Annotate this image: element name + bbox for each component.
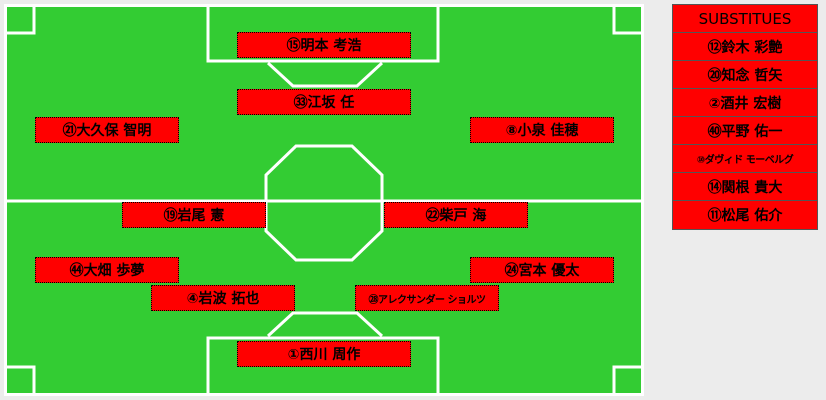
corner-bottom-right xyxy=(612,365,641,393)
substitutes-title: SUBSTITUES xyxy=(673,5,817,33)
top-penalty-box xyxy=(206,7,440,63)
player-card-rb[interactable]: ㉔宮本 優太 xyxy=(470,257,614,283)
player-card-cf[interactable]: ㉝江坂 任 xyxy=(237,89,411,115)
top-penalty-arc xyxy=(266,61,384,88)
corner-top-left xyxy=(7,7,36,35)
substitute-item[interactable]: ⑫鈴木 彩艶 xyxy=(673,33,817,61)
player-card-lcm[interactable]: ⑲岩尾 憲 xyxy=(122,202,266,228)
player-card-rcm[interactable]: ㉒柴戸 海 xyxy=(384,202,528,228)
player-card-lb[interactable]: ㊹大畑 歩夢 xyxy=(35,257,179,283)
center-circle xyxy=(264,144,384,262)
player-card-gk-left-fw[interactable]: ⑮明本 考浩 xyxy=(237,32,411,58)
corner-top-right xyxy=(612,7,641,35)
substitute-item[interactable]: ㊵平野 佑一 xyxy=(673,117,817,145)
bottom-penalty-arc xyxy=(266,311,384,338)
substitutes-panel: SUBSTITUES ⑫鈴木 彩艶 ⑳知念 哲矢 ②酒井 宏樹 ㊵平野 佑一 ⑩… xyxy=(672,4,818,230)
substitute-item[interactable]: ⑳知念 哲矢 xyxy=(673,61,817,89)
player-card-rcb[interactable]: ㉘アレクサンダー ショルツ xyxy=(355,285,499,311)
player-card-goalkeeper[interactable]: ①西川 周作 xyxy=(237,341,411,367)
substitute-item[interactable]: ⑪松尾 佑介 xyxy=(707,208,783,224)
football-pitch xyxy=(4,4,644,396)
substitute-item[interactable]: ②酒井 宏樹 xyxy=(673,89,817,117)
player-card-lcb[interactable]: ④岩波 拓也 xyxy=(151,285,295,311)
corner-bottom-left xyxy=(7,365,36,393)
substitute-item[interactable]: ⑩ダヴィド モーベルグ xyxy=(673,145,817,173)
pitch-markings xyxy=(7,7,641,393)
player-card-lw[interactable]: ㉑大久保 智明 xyxy=(35,117,179,143)
player-card-rw[interactable]: ⑧小泉 佳穂 xyxy=(470,117,614,143)
substitute-item[interactable]: ⑭関根 貴大 xyxy=(673,173,817,201)
bottom-penalty-box xyxy=(206,336,440,393)
